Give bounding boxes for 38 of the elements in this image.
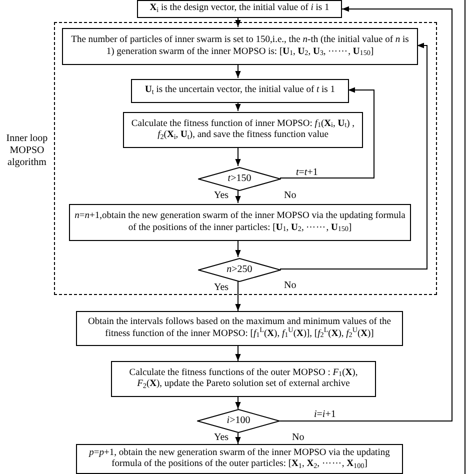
arrow	[235, 396, 241, 410]
arrow	[280, 6, 452, 422]
process-box	[76, 311, 403, 346]
condition-text: t>150	[228, 173, 252, 185]
step-text: X$_{i}$ is the design vector, the initial value of i is 1	[150, 3, 330, 15]
process-box	[111, 361, 376, 397]
step-text: p=p+1, obtain the new generation swarm of the inner MOPSO via the updating formula of the positions of the outer particles: [X$_{1}$, X$_{2}$, ⋯⋯, X$_{100}$]	[88, 448, 391, 470]
process-box	[131, 79, 349, 103]
process-box	[137, 0, 342, 18]
arrow	[280, 42, 428, 270]
arrow	[235, 240, 241, 258]
step-text: U$_{t}$ is the uncertain vector, the initial value of t is 1	[145, 85, 335, 97]
arrow	[235, 64, 241, 78]
step-text: Calculate the fitness functions of the outer MOPSO : F$_{1}$(X), F$_{2}$(X), update the Pareto solution set of external archive	[128, 368, 359, 390]
condition-text: i>100	[226, 415, 250, 427]
decision-diamond	[197, 409, 280, 433]
process-box	[123, 112, 363, 148]
increment-label: t=t+1	[296, 167, 318, 179]
decision-diamond	[198, 167, 281, 191]
arrow	[235, 280, 241, 312]
condition-text: n>250	[226, 264, 252, 276]
step-text: Obtain the intervals follows based on the maximum and minimum values of the fitness function of the inner MOPSO: [f$_{1}$$^{L}$(X), f$_{1}$$^{U}$(X)], [f$_{2}$$^{L}$(X), f$_{2}$$^{U}$(X)]	[87, 317, 392, 340]
group-heading: Inner loop MOPSO algorithm	[5, 133, 49, 169]
arrow	[235, 146, 241, 166]
arrow	[235, 102, 241, 112]
step-text: Calculate the fitness function of inner MOPSO: f$_{1}$(X$_{i}$, U$_{t}$) , f$_{2}$(X$_{i}$, U$_{t}$), and save the fitness function value	[130, 118, 356, 142]
process-box	[76, 444, 403, 474]
arrow	[235, 346, 241, 362]
step-text: The number of particles of inner swarm is set to 150,i.e., the n-th (the initial value of n is 1) generation swarm of the inner MOPSO is: [U$_{1}$, U$_{2}$, U$_{3}$, ⋯⋯, U$_{150}$]	[70, 35, 410, 58]
decision-diamond	[198, 258, 281, 282]
process-box	[62, 28, 418, 65]
increment-label: i=i+1	[314, 409, 336, 421]
step-text: n=n+1,obtain the new generation swarm of the inner MOPSO via the updating formula of the positions of the inner particles: [U$_{1}$, U$_{2}$, ⋯⋯, U$_{150}$]	[74, 211, 406, 234]
arrow	[280, 87, 374, 178]
arrow	[235, 190, 241, 204]
arrow	[235, 432, 241, 444]
process-box	[69, 204, 411, 241]
arrow	[235, 18, 241, 28]
